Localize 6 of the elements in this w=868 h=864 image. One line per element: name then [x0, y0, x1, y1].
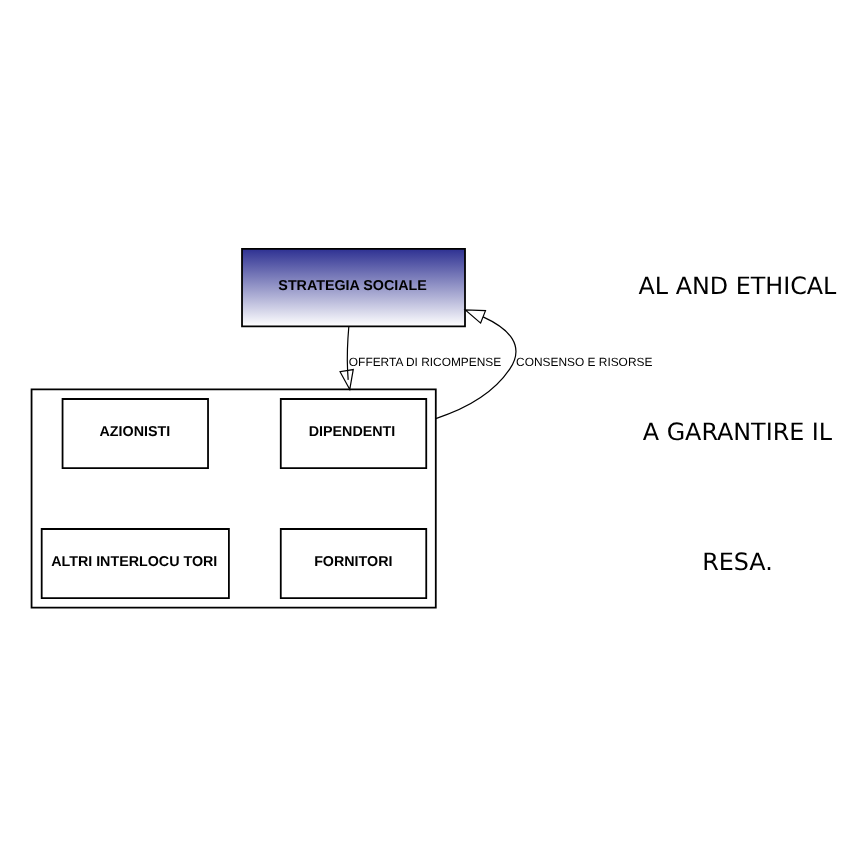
- label: AL AND ETHICAL: [638, 270, 837, 299]
- cluster: [30, 387, 437, 608]
- label: A GARANTIRE IL: [642, 416, 833, 445]
- arrow: [339, 324, 354, 391]
- arrow: [435, 308, 517, 419]
- label: RESA.: [702, 546, 773, 575]
